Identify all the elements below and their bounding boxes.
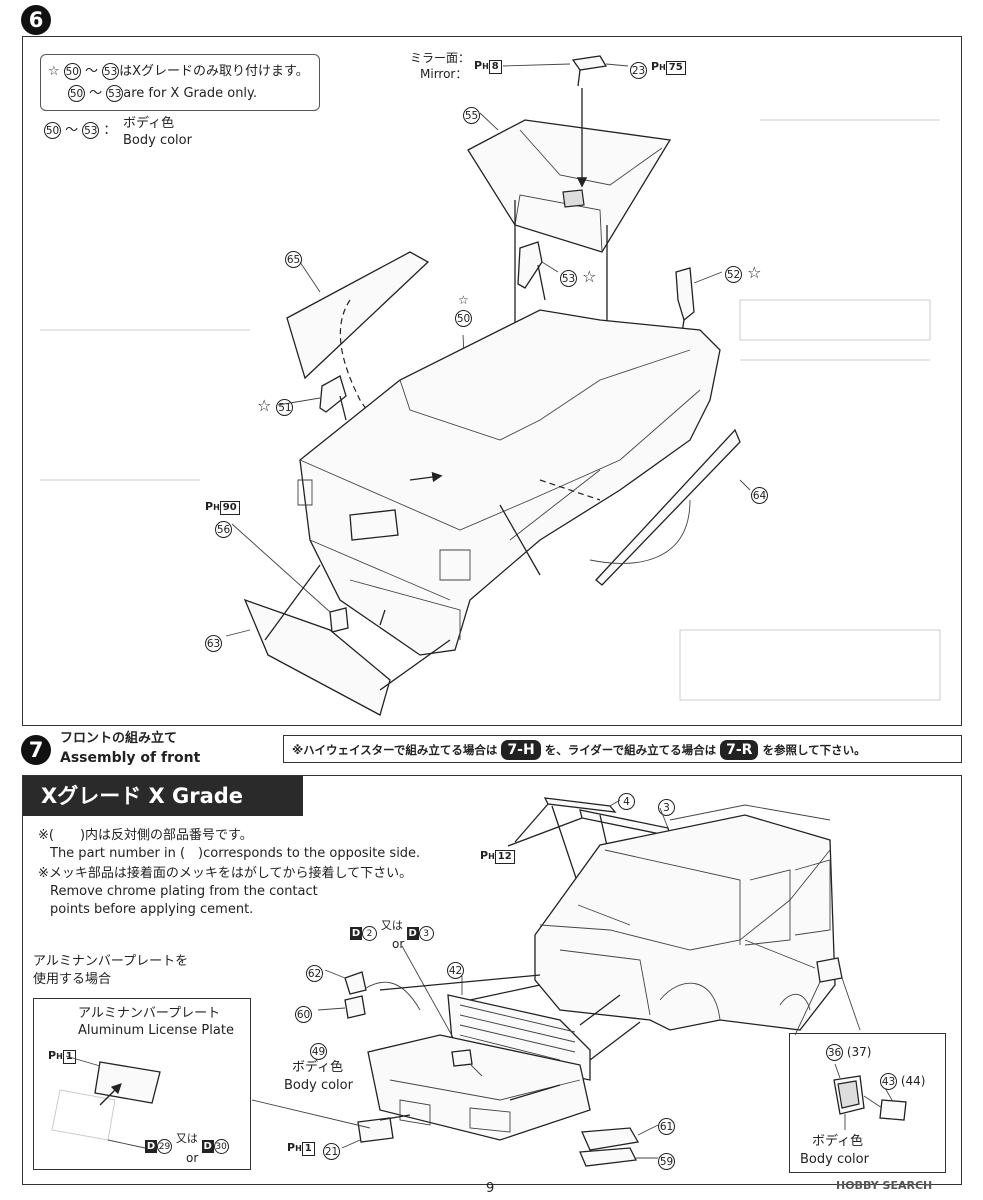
part-61: 61 <box>658 1115 675 1135</box>
step7-title-jp: フロントの組み立て <box>60 731 178 746</box>
step6-frame <box>22 36 962 726</box>
part-36-37: 36 (37) <box>826 1044 872 1061</box>
step7-reference-banner: ※ハイウェイスターで組み立てる場合は 7-H を、ライダーで組み立てる場合は 7… <box>283 735 962 763</box>
alu-heading-2: 使用する場合 <box>33 972 112 987</box>
part-64: 64 <box>751 484 768 504</box>
part-63: 63 <box>205 632 222 652</box>
watermark: HOBBY SEARCH <box>836 1179 933 1192</box>
part-23: 23 <box>630 59 647 79</box>
part-21: 21 <box>323 1140 340 1160</box>
step6-body-color-en: Body color <box>123 133 192 148</box>
part-49-body-color-en: Body color <box>284 1078 353 1093</box>
part-50: ☆50 <box>455 293 472 327</box>
alu-box-en: Aluminum License Plate <box>78 1023 234 1038</box>
step6-body-color-parts: 50 ～ 53 ： <box>44 122 117 139</box>
step7-frame <box>22 775 962 1185</box>
part-60: 60 <box>295 1003 312 1023</box>
part-49-body-color-jp: ボディ色 <box>292 1060 344 1075</box>
alu-box-jp: アルミナンバープレート <box>78 1006 221 1021</box>
alu-plate-box <box>33 998 251 1170</box>
mirror-body-color-en: Body color <box>800 1152 869 1167</box>
d2-or-en: or <box>392 937 405 951</box>
d29-or-en: or <box>186 1151 199 1165</box>
tag-7h: 7-H <box>501 740 541 760</box>
grade-title: Xグレード X Grade <box>23 776 303 816</box>
part-42: 42 <box>447 959 464 979</box>
tag-7r: 7-R <box>720 740 759 760</box>
banner-text-b: を、ライダーで組み立てる場合は <box>544 743 717 757</box>
part-53: 53 ☆ <box>560 267 597 287</box>
step7-title-en: Assembly of front <box>60 750 201 766</box>
page-number: 9 <box>486 1181 495 1196</box>
step6-body-color-jp: ボディ色 <box>123 116 175 131</box>
alu-heading-1: アルミナンバープレートを <box>33 954 189 969</box>
part-52: 52 ☆ <box>725 263 762 283</box>
step6-number: 6 <box>21 5 51 35</box>
part-55: 55 <box>463 104 480 124</box>
part-59: 59 <box>658 1150 675 1170</box>
note2-jp: ※メッキ部品は接着面のメッキをはがしてから接着して下さい。 <box>38 866 413 881</box>
part-49: 49 <box>310 1040 327 1060</box>
part-56: 56 <box>215 518 232 538</box>
part-4: 4 <box>618 790 635 810</box>
banner-text-a: ※ハイウェイスターで組み立てる場合は <box>292 743 498 757</box>
part-3: 3 <box>658 796 675 816</box>
step7-number: 7 <box>21 735 51 765</box>
part-43-44: 43 (44) <box>880 1073 926 1090</box>
mirror-body-color-jp: ボディ色 <box>812 1134 864 1149</box>
note1-en: The part number in ( )corresponds to the… <box>50 846 421 861</box>
note1-jp: ※( )内は反対側の部品番号です。 <box>38 828 253 843</box>
banner-text-c: を参照して下さい。 <box>762 743 866 757</box>
mirror-detail-box <box>789 1033 946 1173</box>
step6-note-box <box>40 54 320 111</box>
note2-en-1: Remove chrome plating from the contact <box>50 884 318 899</box>
note2-en-2: points before applying cement. <box>50 902 254 917</box>
part-62: 62 <box>306 962 323 982</box>
mirror-label-jp: ミラー面： <box>410 51 471 65</box>
mirror-label-en: Mirror： <box>420 67 468 81</box>
part-65: 65 <box>285 248 302 268</box>
part-51: ☆ 51 <box>257 396 294 416</box>
